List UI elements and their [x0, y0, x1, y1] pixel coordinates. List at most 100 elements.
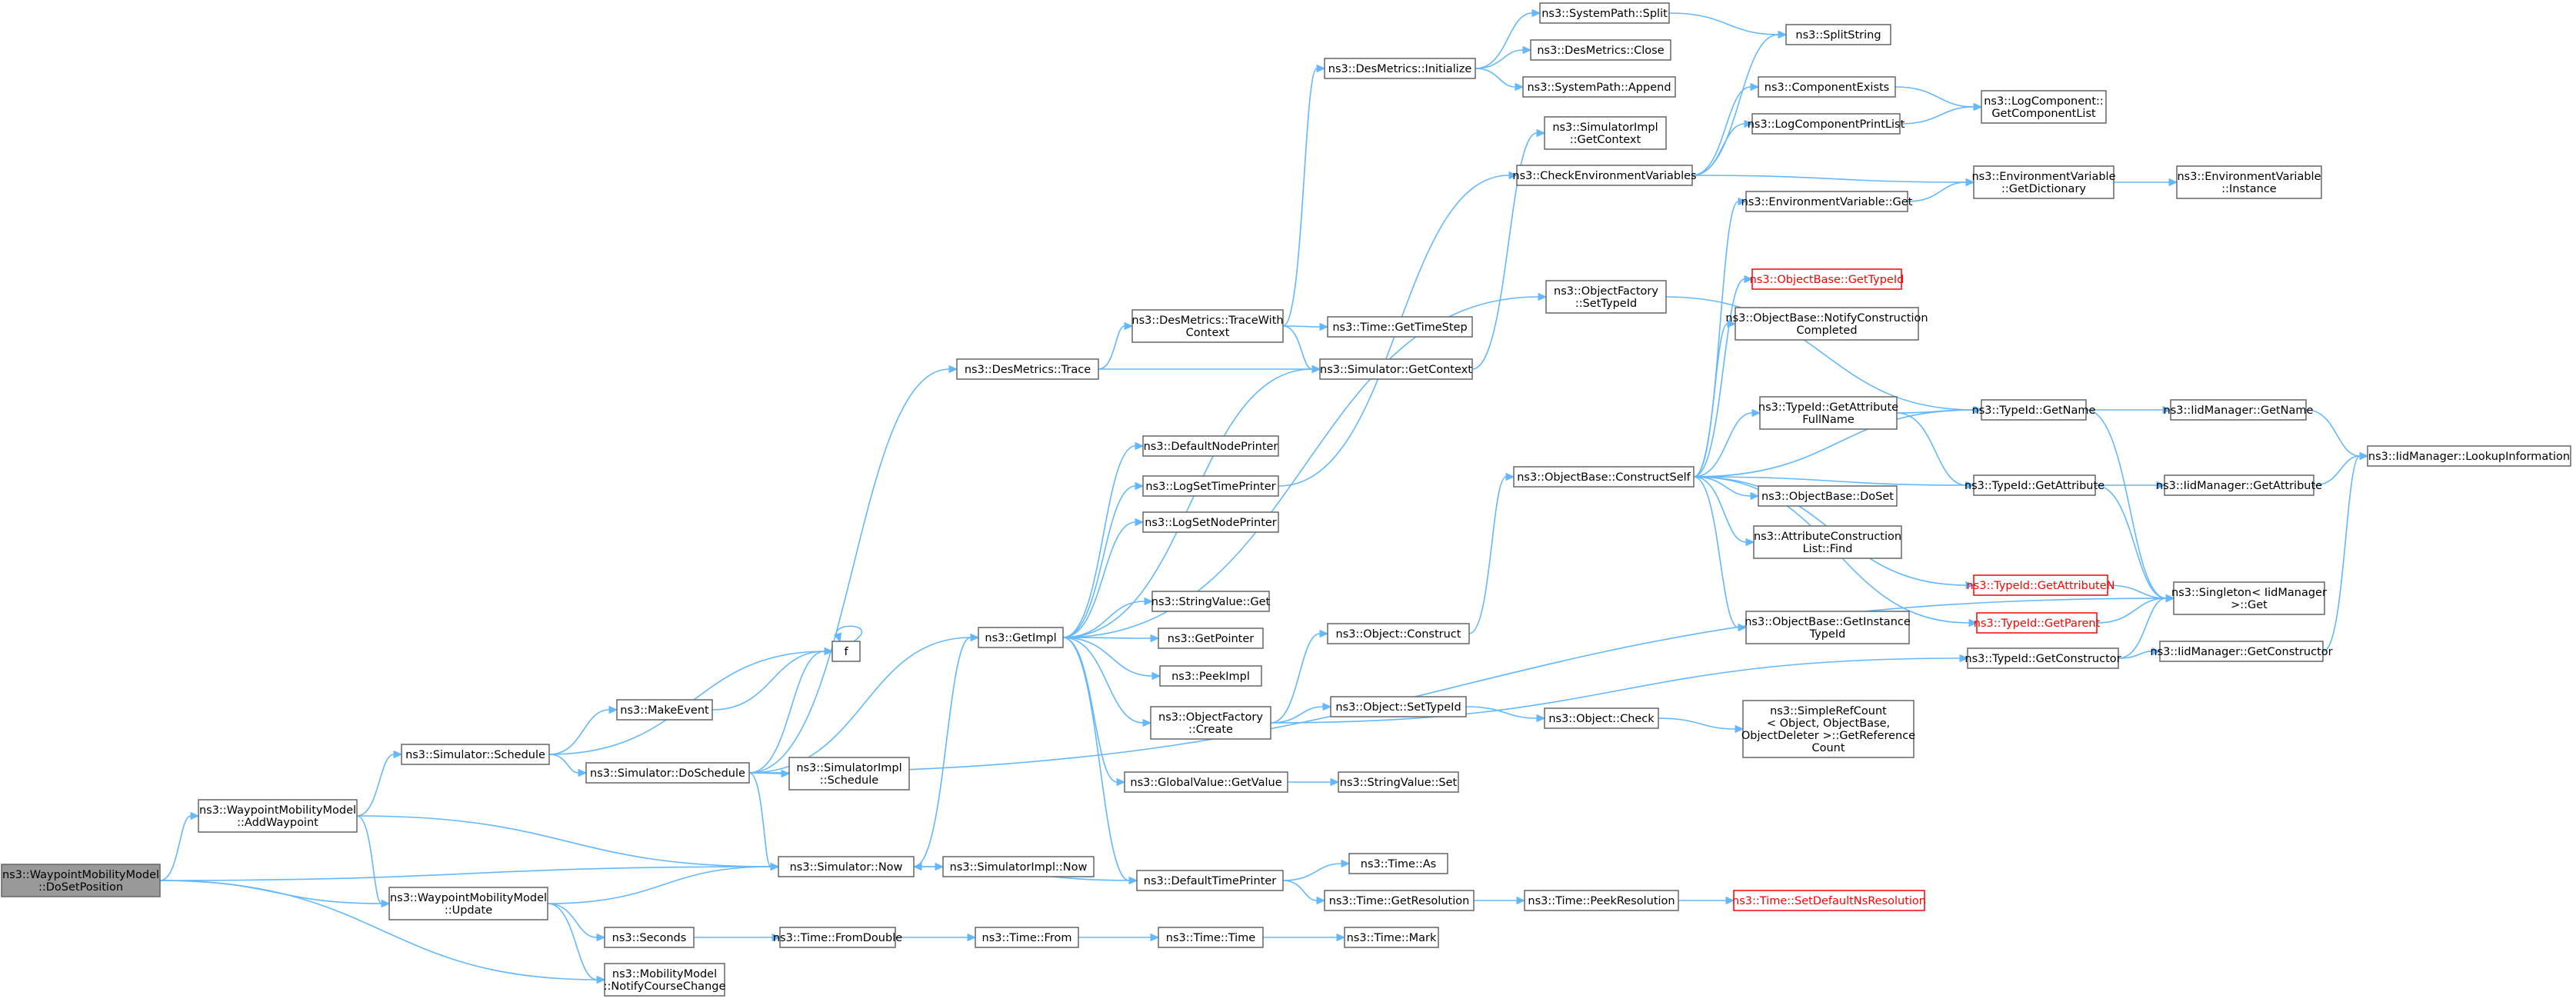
edge-constructself-to-tidgetattr: [1693, 476, 1967, 486]
node-iidgetname[interactable]: ns3::IidManager::GetName: [2164, 399, 2314, 421]
node-timefrom[interactable]: ns3::Time::From: [975, 927, 1079, 948]
node-iidgetattr[interactable]: ns3::IidManager::GetAttribute: [2156, 474, 2322, 496]
node-tidgetattrn[interactable]: ns3::TypeId::GetAttributeN: [1966, 574, 2115, 596]
node-envgetdict[interactable]: ns3::EnvironmentVariable::GetDictionary: [1971, 165, 2116, 199]
node-notify[interactable]: ns3::MobilityModel::NotifyCourseChange: [604, 963, 726, 997]
node-root[interactable]: ns3::WaypointMobilityModel::DoSetPositio…: [1, 864, 161, 897]
node-strvalset[interactable]: ns3::StringValue::Set: [1338, 771, 1459, 793]
node-timemark[interactable]: ns3::Time::Mark: [1344, 927, 1439, 948]
node-box: [1142, 475, 1279, 497]
node-box: [1758, 76, 1896, 98]
node-logcompgetlist[interactable]: ns3::LogComponent::GetComponentList: [1981, 90, 2107, 124]
node-desminit[interactable]: ns3::DesMetrics::Initialize: [1324, 58, 1476, 79]
node-strvalget[interactable]: ns3::StringValue::Get: [1151, 591, 1271, 612]
arrowhead-getimpl-to-logsetnode: [1135, 518, 1145, 527]
arrowhead-getres-to-peekres: [1516, 896, 1526, 905]
node-tidgetparent[interactable]: ns3::TypeId::GetParent: [1974, 612, 2101, 634]
node-iidgetctor[interactable]: ns3::IidManager::GetConstructor: [2150, 641, 2333, 662]
edge-compexists-to-logcompgetlist: [1895, 86, 1974, 108]
node-tidgetattr[interactable]: ns3::TypeId::GetAttribute: [1964, 474, 2104, 496]
node-box: [1324, 58, 1476, 79]
node-envinstance[interactable]: ns3::EnvironmentVariable::Instance: [2176, 165, 2322, 199]
node-checkenv[interactable]: ns3::CheckEnvironmentVariables: [1512, 165, 1697, 186]
edge-getimpl-to-deftimeprinter: [1062, 637, 1130, 881]
node-tidgetname[interactable]: ns3::TypeId::GetName: [1972, 399, 2096, 421]
node-timeas[interactable]: ns3::Time::As: [1348, 853, 1448, 874]
node-label: ns3::Time::FromDouble: [773, 932, 902, 944]
node-setdefns[interactable]: ns3::Time::SetDefaultNsResolution: [1732, 890, 1926, 911]
edge-checkenv-to-envgetdict: [1691, 175, 1967, 183]
node-envvarget[interactable]: ns3::EnvironmentVariable::Get: [1741, 191, 1913, 212]
edge-constructself-to-attrconstfind: [1693, 476, 1747, 543]
node-fromdouble[interactable]: ns3::Time::FromDouble: [773, 927, 902, 948]
node-dosched[interactable]: ns3::Simulator::DoSchedule: [585, 762, 750, 784]
arrowhead-desminit-to-syssplit: [1531, 8, 1541, 18]
node-peekres[interactable]: ns3::Time::PeekResolution: [1524, 890, 1679, 911]
edge-tidgetattrn-to-singletonget: [2107, 584, 2167, 599]
node-desmclose[interactable]: ns3::DesMetrics::Close: [1530, 39, 1671, 61]
node-desmtrace[interactable]: ns3::DesMetrics::Trace: [956, 358, 1099, 380]
node-label: ns3::TypeId::GetParent: [1974, 618, 2101, 630]
edge-addwp-to-schedule: [356, 754, 395, 817]
node-peekimpl[interactable]: ns3::PeekImpl: [1159, 665, 1262, 687]
node-deftimeprinter[interactable]: ns3::DefaultTimePrinter: [1136, 870, 1284, 891]
node-addwp[interactable]: ns3::WaypointMobilityModel::AddWaypoint: [198, 799, 358, 833]
node-schedule[interactable]: ns3::Simulator::Schedule: [401, 744, 550, 765]
node-logsetnode[interactable]: ns3::LogSetNodePrinter: [1142, 511, 1279, 533]
node-globalvalget[interactable]: ns3::GlobalValue::GetValue: [1124, 771, 1288, 793]
node-seconds[interactable]: ns3::Seconds: [604, 927, 695, 948]
node-tidgetctor[interactable]: ns3::TypeId::GetConstructor: [1964, 647, 2121, 669]
node-notifyconst[interactable]: ns3::ObjectBase::NotifyConstructionCompl…: [1725, 307, 1928, 341]
node-box: [1785, 24, 1891, 45]
node-label: ::Create: [1188, 724, 1233, 736]
node-objbasegettid[interactable]: ns3::ObjectBase::GetTypeId: [1750, 268, 1905, 290]
edge-dosched-to-singletonget: [748, 598, 2167, 774]
node-label: ns3::Simulator::DoSchedule: [590, 767, 745, 780]
node-logsettime[interactable]: ns3::LogSetTimePrinter: [1142, 475, 1279, 497]
node-logcompprint[interactable]: ns3::LogComponentPrintList: [1748, 113, 1905, 135]
node-objfactsettid[interactable]: ns3::ObjectFactory::SetTypeId: [1545, 280, 1667, 314]
node-getpointer[interactable]: ns3::GetPointer: [1158, 627, 1264, 649]
node-objsettid[interactable]: ns3::Object::SetTypeId: [1330, 696, 1467, 717]
node-defnodeprinter[interactable]: ns3::DefaultNodePrinter: [1142, 435, 1279, 457]
node-makeevent[interactable]: ns3::MakeEvent: [616, 699, 713, 721]
node-label: ::AddWaypoint: [237, 817, 318, 829]
node-update[interactable]: ns3::WaypointMobilityModel::Update: [388, 887, 548, 920]
node-label: ns3::SystemPath::Split: [1541, 8, 1668, 20]
node-f[interactable]: f: [831, 641, 861, 662]
node-simgetctx[interactable]: ns3::Simulator::GetContext: [1319, 358, 1473, 380]
node-constructself[interactable]: ns3::ObjectBase::ConstructSelf: [1513, 466, 1695, 488]
node-box: [1136, 870, 1284, 891]
node-timetime[interactable]: ns3::Time::Time: [1158, 927, 1264, 948]
node-objbasedoset[interactable]: ns3::ObjectBase::DoSet: [1758, 485, 1898, 507]
node-objfactcreate[interactable]: ns3::ObjectFactory::Create: [1150, 706, 1271, 740]
node-getres[interactable]: ns3::Time::GetResolution: [1324, 890, 1475, 911]
node-now[interactable]: ns3::Simulator::Now: [778, 856, 915, 877]
node-simimplctx[interactable]: ns3::SimulatorImpl::GetContext: [1544, 116, 1667, 150]
edge-objconstruct-to-constructself: [1468, 476, 1507, 634]
arrowhead-getimpl-to-strvalget: [1144, 597, 1154, 606]
node-objconstruct[interactable]: ns3::Object::Construct: [1327, 623, 1470, 644]
node-getimpl[interactable]: ns3::GetImpl: [978, 627, 1064, 648]
node-gettimestep[interactable]: ns3::Time::GetTimeStep: [1327, 316, 1473, 338]
node-simplerefcount[interactable]: ns3::SimpleRefCount< Object, ObjectBase,…: [1741, 700, 1915, 758]
node-syssplit[interactable]: ns3::SystemPath::Split: [1539, 2, 1670, 24]
node-label: < Object, ObjectBase,: [1767, 717, 1890, 730]
node-sysappend[interactable]: ns3::SystemPath::Append: [1522, 76, 1676, 98]
node-box: [401, 744, 550, 765]
node-singletonget[interactable]: ns3::Singleton< IidManager>::Get: [2171, 581, 2327, 615]
node-iidlookup[interactable]: ns3::IidManager::LookupInformation: [2367, 445, 2571, 467]
node-objcheck[interactable]: ns3::Object::Check: [1544, 707, 1659, 729]
node-label: ns3::SimulatorImpl: [1552, 122, 1658, 134]
node-label: ns3::WaypointMobilityModel: [199, 804, 356, 817]
node-simimplnow[interactable]: ns3::SimulatorImpl::Now: [942, 856, 1095, 877]
node-compexists[interactable]: ns3::ComponentExists: [1758, 76, 1896, 98]
node-splitstr[interactable]: ns3::SplitString: [1785, 24, 1891, 45]
node-simimplsched[interactable]: ns3::SimulatorImpl::Schedule: [788, 757, 910, 791]
arrowhead-timetime-to-timemark: [1336, 933, 1346, 942]
